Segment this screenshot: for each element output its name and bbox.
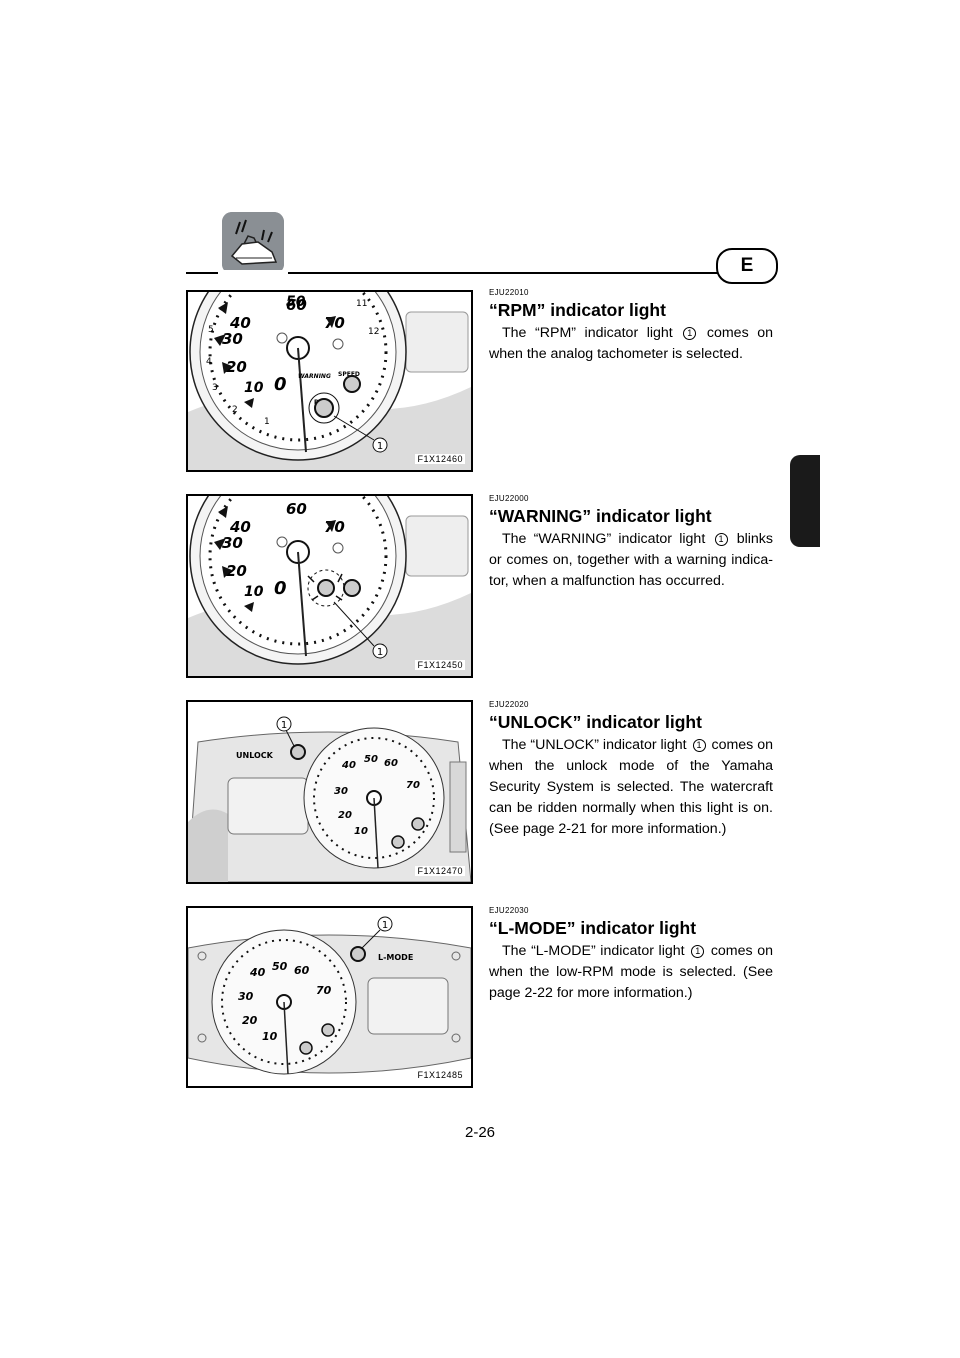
jet-ski-icon xyxy=(222,212,284,274)
section-code: EJU22030 xyxy=(489,906,529,915)
figure-code: F1X12450 xyxy=(415,660,465,670)
speed-mark-60: 60 xyxy=(294,964,310,977)
rpm-mark-2: 2 xyxy=(232,405,238,415)
language-badge: E xyxy=(716,248,778,284)
speed-mark-30: 30 xyxy=(222,534,243,552)
speed-mark-70: 70 xyxy=(406,780,420,791)
speed-mark-30: 30 xyxy=(222,330,243,348)
callout-1: 1 xyxy=(692,739,706,752)
svg-text:50: 50 xyxy=(286,294,306,310)
page-number: 2-26 xyxy=(464,1124,496,1141)
speed-mark-50: 50 xyxy=(364,754,378,765)
speed-mark-70: 70 xyxy=(316,984,332,997)
rpm-mark-11: 11 xyxy=(356,299,367,309)
rpm-mark-3: 3 xyxy=(212,383,218,393)
speed-mark-60: 60 xyxy=(384,758,398,769)
unlock-label: UNLOCK xyxy=(236,751,274,760)
speed-mark-0: 0 xyxy=(274,578,287,599)
rpm-mark-1: 1 xyxy=(264,417,270,427)
speed-label: SPEED xyxy=(338,371,360,378)
speed-mark-10: 10 xyxy=(262,1030,278,1043)
section-warning: EJU22000 “WARNING” indicator light The “… xyxy=(489,494,773,592)
speed-mark-10: 10 xyxy=(354,826,368,837)
section-code: EJU22010 xyxy=(489,288,529,297)
lmode-label: L-MODE xyxy=(378,953,413,962)
figure-unlock-light: UNLOCK 1 50 60 40 70 30 20 10 F1X12470 xyxy=(186,700,473,884)
rpm-mark-5: 5 xyxy=(208,325,214,335)
section-body: The “RPM” indicator light 1 comes on whe… xyxy=(489,325,773,362)
section-lmode: EJU22030 “L-MODE” indicator light The “L… xyxy=(489,906,773,1004)
figure-rpm-light: 50 60 70 40 30 20 10 0 5 4 3 2 1 11 12 W… xyxy=(186,290,473,472)
section-body: The “L-MODE” indicator light 1 comes on … xyxy=(489,943,774,1001)
section-body: The “WARNING” indicator light 1 blinks o… xyxy=(489,531,773,589)
speed-mark-40: 40 xyxy=(229,314,251,332)
speed-mark-30: 30 xyxy=(238,990,254,1003)
section-code: EJU22020 xyxy=(489,700,529,709)
figure-warning-light: 60 70 40 30 20 10 0 1 F1X12450 xyxy=(186,494,473,678)
callout-1: 1 xyxy=(714,533,728,546)
section-title: “WARNING” indicator light xyxy=(489,506,712,526)
figure-callout: 1 xyxy=(382,920,388,931)
section-tab xyxy=(790,455,820,547)
callout-1: 1 xyxy=(683,327,697,340)
header-rule-gap xyxy=(218,270,288,276)
figure-callout: 1 xyxy=(377,647,383,658)
speed-mark-40: 40 xyxy=(341,760,356,771)
rpm-mark-12: 12 xyxy=(368,327,379,337)
section-title: “UNLOCK” indicator light xyxy=(489,712,702,732)
warning-label: WARNING xyxy=(298,373,331,380)
speed-mark-40: 40 xyxy=(229,518,251,536)
section-unlock: EJU22020 “UNLOCK” indicator light The “U… xyxy=(489,700,773,840)
speed-mark-50: 50 xyxy=(272,960,288,973)
section-code: EJU22000 xyxy=(489,494,529,503)
speed-mark-30: 30 xyxy=(334,786,348,797)
speed-mark-20: 20 xyxy=(242,1014,258,1027)
figure-code: F1X12460 xyxy=(415,454,465,464)
speed-mark-60: 60 xyxy=(286,296,307,314)
speed-mark-0: 0 xyxy=(274,374,287,395)
speed-mark-40: 40 xyxy=(249,966,266,979)
speed-mark-20: 20 xyxy=(226,562,247,580)
section-rpm: EJU22010 “RPM” indicator light The “RPM”… xyxy=(489,288,773,365)
section-title: “RPM” indicator light xyxy=(489,300,666,320)
figure-code: F1X12485 xyxy=(415,1070,465,1080)
speed-mark-20: 20 xyxy=(338,810,352,821)
speed-mark-10: 10 xyxy=(244,380,264,396)
callout-1: 1 xyxy=(691,945,705,958)
figure-callout: 1 xyxy=(377,441,383,452)
speed-mark-20: 20 xyxy=(226,358,247,376)
speed-mark-60: 60 xyxy=(286,500,307,518)
section-title: “L-MODE” indicator light xyxy=(489,918,697,938)
header-rule xyxy=(186,272,776,274)
rpm-mark-4: 4 xyxy=(206,357,212,367)
figure-code: F1X12470 xyxy=(415,866,465,876)
figure-lmode-light: 50 60 40 70 30 20 10 L-MODE 1 F1X12485 xyxy=(186,906,473,1088)
speed-mark-10: 10 xyxy=(244,584,264,600)
section-body: The “UNLOCK” indicator light 1 comes on … xyxy=(489,737,773,837)
figure-callout: 1 xyxy=(281,720,287,731)
